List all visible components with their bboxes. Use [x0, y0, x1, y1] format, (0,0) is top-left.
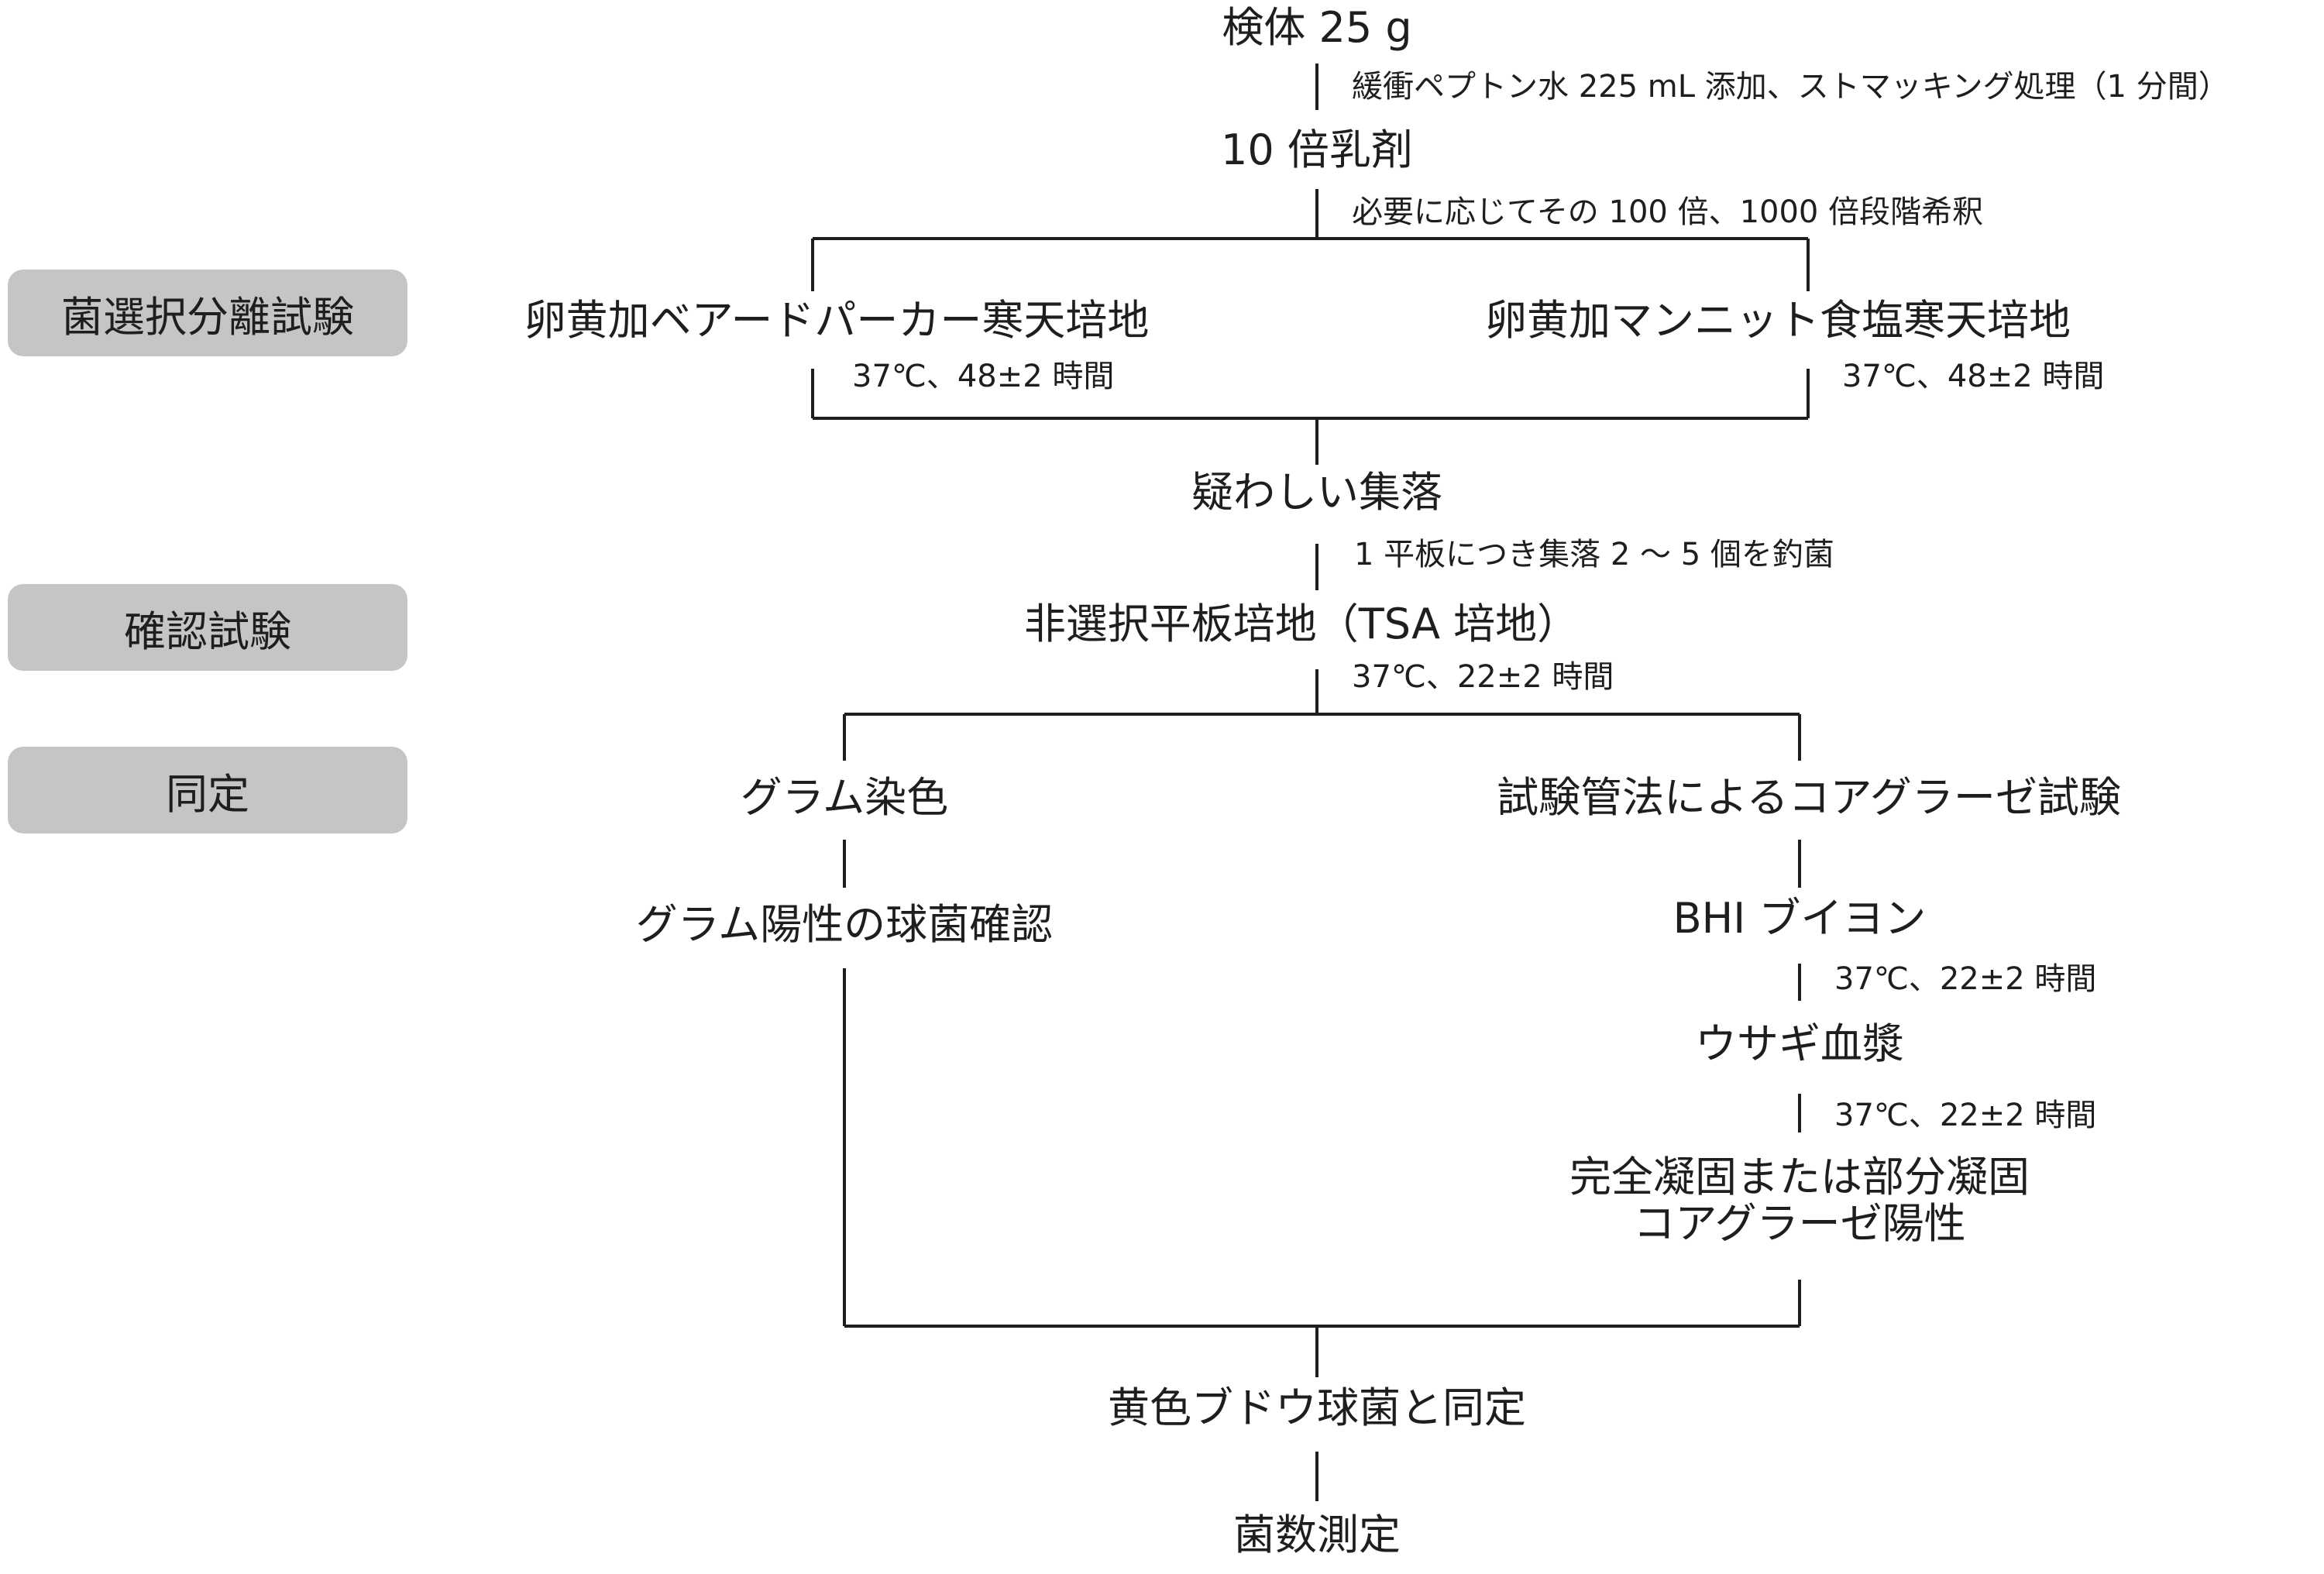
node-mannitol-salt-agar: 卵黄加マンニット食塩寒天培地	[1485, 296, 2071, 345]
note-bp-incubation: 37℃、48±2 時間	[852, 359, 1115, 394]
note-ms-incubation: 37℃、48±2 時間	[1842, 359, 2105, 394]
node-gram-stain: グラム染色	[740, 773, 949, 822]
node-gram-positive: グラム陽性の球菌確認	[635, 900, 1054, 949]
node-dilution: 10 倍乳剤	[1221, 125, 1413, 174]
note-pick-colonies: 1 平板につき集落 2 ～ 5 個を釣菌	[1354, 537, 1834, 572]
node-rabbit-plasma: ウサギ血漿	[1695, 1019, 1904, 1068]
coagulation-line-2: コアグラーゼ陽性	[1633, 1199, 1966, 1249]
coagulation-line-1: 完全凝固または部分凝固	[1569, 1153, 2030, 1201]
node-bhi-broth: BHI ブイヨン	[1673, 894, 1927, 943]
node-sample: 検体 25 g	[1222, 3, 1412, 52]
stage-confirmation: 確認試験	[8, 584, 407, 671]
node-baird-parker-agar: 卵黄加ベアードパーカー寒天培地	[524, 296, 1150, 345]
note-peptone: 緩衝ペプトン水 225 mL 添加、ストマッキング処理（1 分間）	[1352, 69, 2229, 105]
node-coagulase-test: 試験管法によるコアグラーゼ試験	[1497, 773, 2121, 822]
note-bhi-incubation: 37℃、22±2 時間	[1834, 961, 2097, 997]
note-tsa-incubation: 37℃、22±2 時間	[1352, 659, 1614, 695]
note-serial-dilution: 必要に応じてその 100 倍、1000 倍段階希釈	[1352, 194, 1984, 230]
node-nonselective-plate: 非選択平板培地（TSA 培地）	[1023, 600, 1580, 648]
node-coagulation-result: 完全凝固または部分凝固 コアグラーゼ陽性	[1569, 1153, 2030, 1249]
node-count: 菌数測定	[1233, 1510, 1401, 1559]
note-plasma-incubation: 37℃、22±2 時間	[1834, 1098, 2097, 1133]
node-identified: 黄色ブドウ球菌と同定	[1108, 1383, 1526, 1432]
stage-isolation: 菌選択分離試験	[8, 270, 407, 356]
node-suspect-colony: 疑わしい集落	[1191, 468, 1442, 517]
stage-identification: 同定	[8, 747, 407, 833]
